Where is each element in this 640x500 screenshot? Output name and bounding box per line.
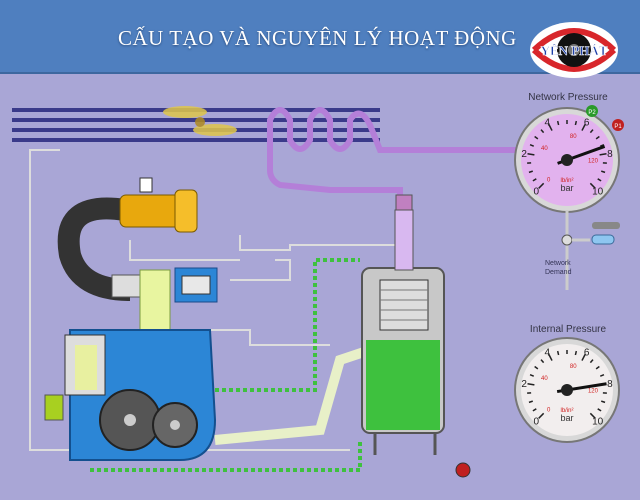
gauge-tick [540,359,545,364]
air-pipe [267,107,520,153]
bar-tick-label: 0 [534,417,540,428]
gauge-tick [528,170,533,174]
bar-unit-label: bar [560,183,573,193]
gauge-tick [538,182,545,189]
psi-unit-label: lb/in² [560,408,573,414]
gauge-tick [581,354,586,361]
gauge-tick [528,400,533,404]
network-demand-label-2: Demand [545,269,572,276]
gauge-tick [589,182,596,189]
bar-tick-label: 8 [607,149,613,160]
bar-tick-label: 6 [584,347,590,358]
bar-tick-label: 6 [584,117,590,128]
gauge-tick [534,135,539,140]
gauge-tick [589,129,594,134]
air-pipe-down [267,150,403,200]
gauge-tick [581,124,586,131]
psi-unit-label: lb/in² [560,178,573,184]
psi-tick-label: 80 [570,134,577,140]
p2-indicator [586,105,598,117]
yen-phat-logo: YÊN PHÁT [530,22,618,78]
p2-label: P2 [588,110,596,116]
oil-separator-tank [361,194,445,455]
network-pressure-label: Network Pressure [528,92,608,103]
gauge-tick [548,124,553,131]
bar-tick-label: 10 [592,187,604,198]
psi-tick-label: 40 [541,146,548,152]
drain-valve[interactable] [455,462,471,478]
internal-pressure-label: Internal Pressure [530,324,607,335]
psi-tick-label: 120 [588,158,599,164]
bar-tick-label: 2 [521,379,527,390]
bar-tick-label: 10 [592,417,604,428]
motor [57,177,198,301]
unloader [181,275,211,295]
gauge-tick [529,143,535,147]
p1-label: P1 [614,124,622,130]
svg-text:YÊN PHÁT: YÊN PHÁT [541,43,608,58]
psi-tick-label: 40 [541,376,548,382]
demand-slider[interactable] [592,222,620,229]
fan-icon [163,106,237,136]
gauge-tick [599,143,605,147]
gauge-tick [532,408,537,412]
gauge-tick [595,135,600,140]
bar-unit-label: bar [560,413,573,423]
psi-tick-label: 0 [547,177,551,183]
gauge-tick [548,354,553,361]
gauge-tick [599,373,605,377]
psi-tick-label: 0 [547,407,551,413]
bar-tick-label: 4 [545,347,551,358]
bar-tick-label: 4 [545,117,551,128]
gauge-tick [589,359,594,364]
bar-tick-label: 2 [521,149,527,160]
gauge-tick [529,373,535,377]
gauge-tick [534,365,539,370]
gauge-tick [556,120,560,126]
gauge-tick [589,412,596,419]
gauge-tick [601,170,606,174]
gauge-tick [538,412,545,419]
gauge-tick [527,153,535,156]
psi-tick-label: 120 [588,388,599,394]
gauge-tick [597,178,602,182]
gauge-tick [595,365,600,370]
bar-tick-label: 0 [534,187,540,198]
p1-indicator [612,119,624,131]
gauge-tick [601,400,606,404]
gauge-tick [540,129,545,134]
network-demand-handle[interactable] [591,234,615,245]
gauge-tick [527,383,535,386]
gauge-tick [574,350,578,356]
oil-lines [90,258,362,472]
needle-hub [561,154,573,166]
header-bar: CẤU TẠO VÀ NGUYÊN LÝ HOẠT ĐỘNG YÊN PHÁT [0,0,640,78]
psi-tick-label: 80 [570,364,577,370]
oil-return-line [214,345,372,445]
gauge-tick [597,408,602,412]
network-demand-label-1: Network [545,260,571,267]
thermostat-valve [44,394,64,421]
page-title: CẤU TẠO VÀ NGUYÊN LÝ HOẠT ĐỘNG [118,26,517,50]
gauge-tick [599,153,607,156]
gauge-tick [574,120,578,126]
needle-hub [561,384,573,396]
bar-tick-label: 8 [607,379,613,390]
gauge-tick [532,178,537,182]
gauge-tick [556,350,560,356]
